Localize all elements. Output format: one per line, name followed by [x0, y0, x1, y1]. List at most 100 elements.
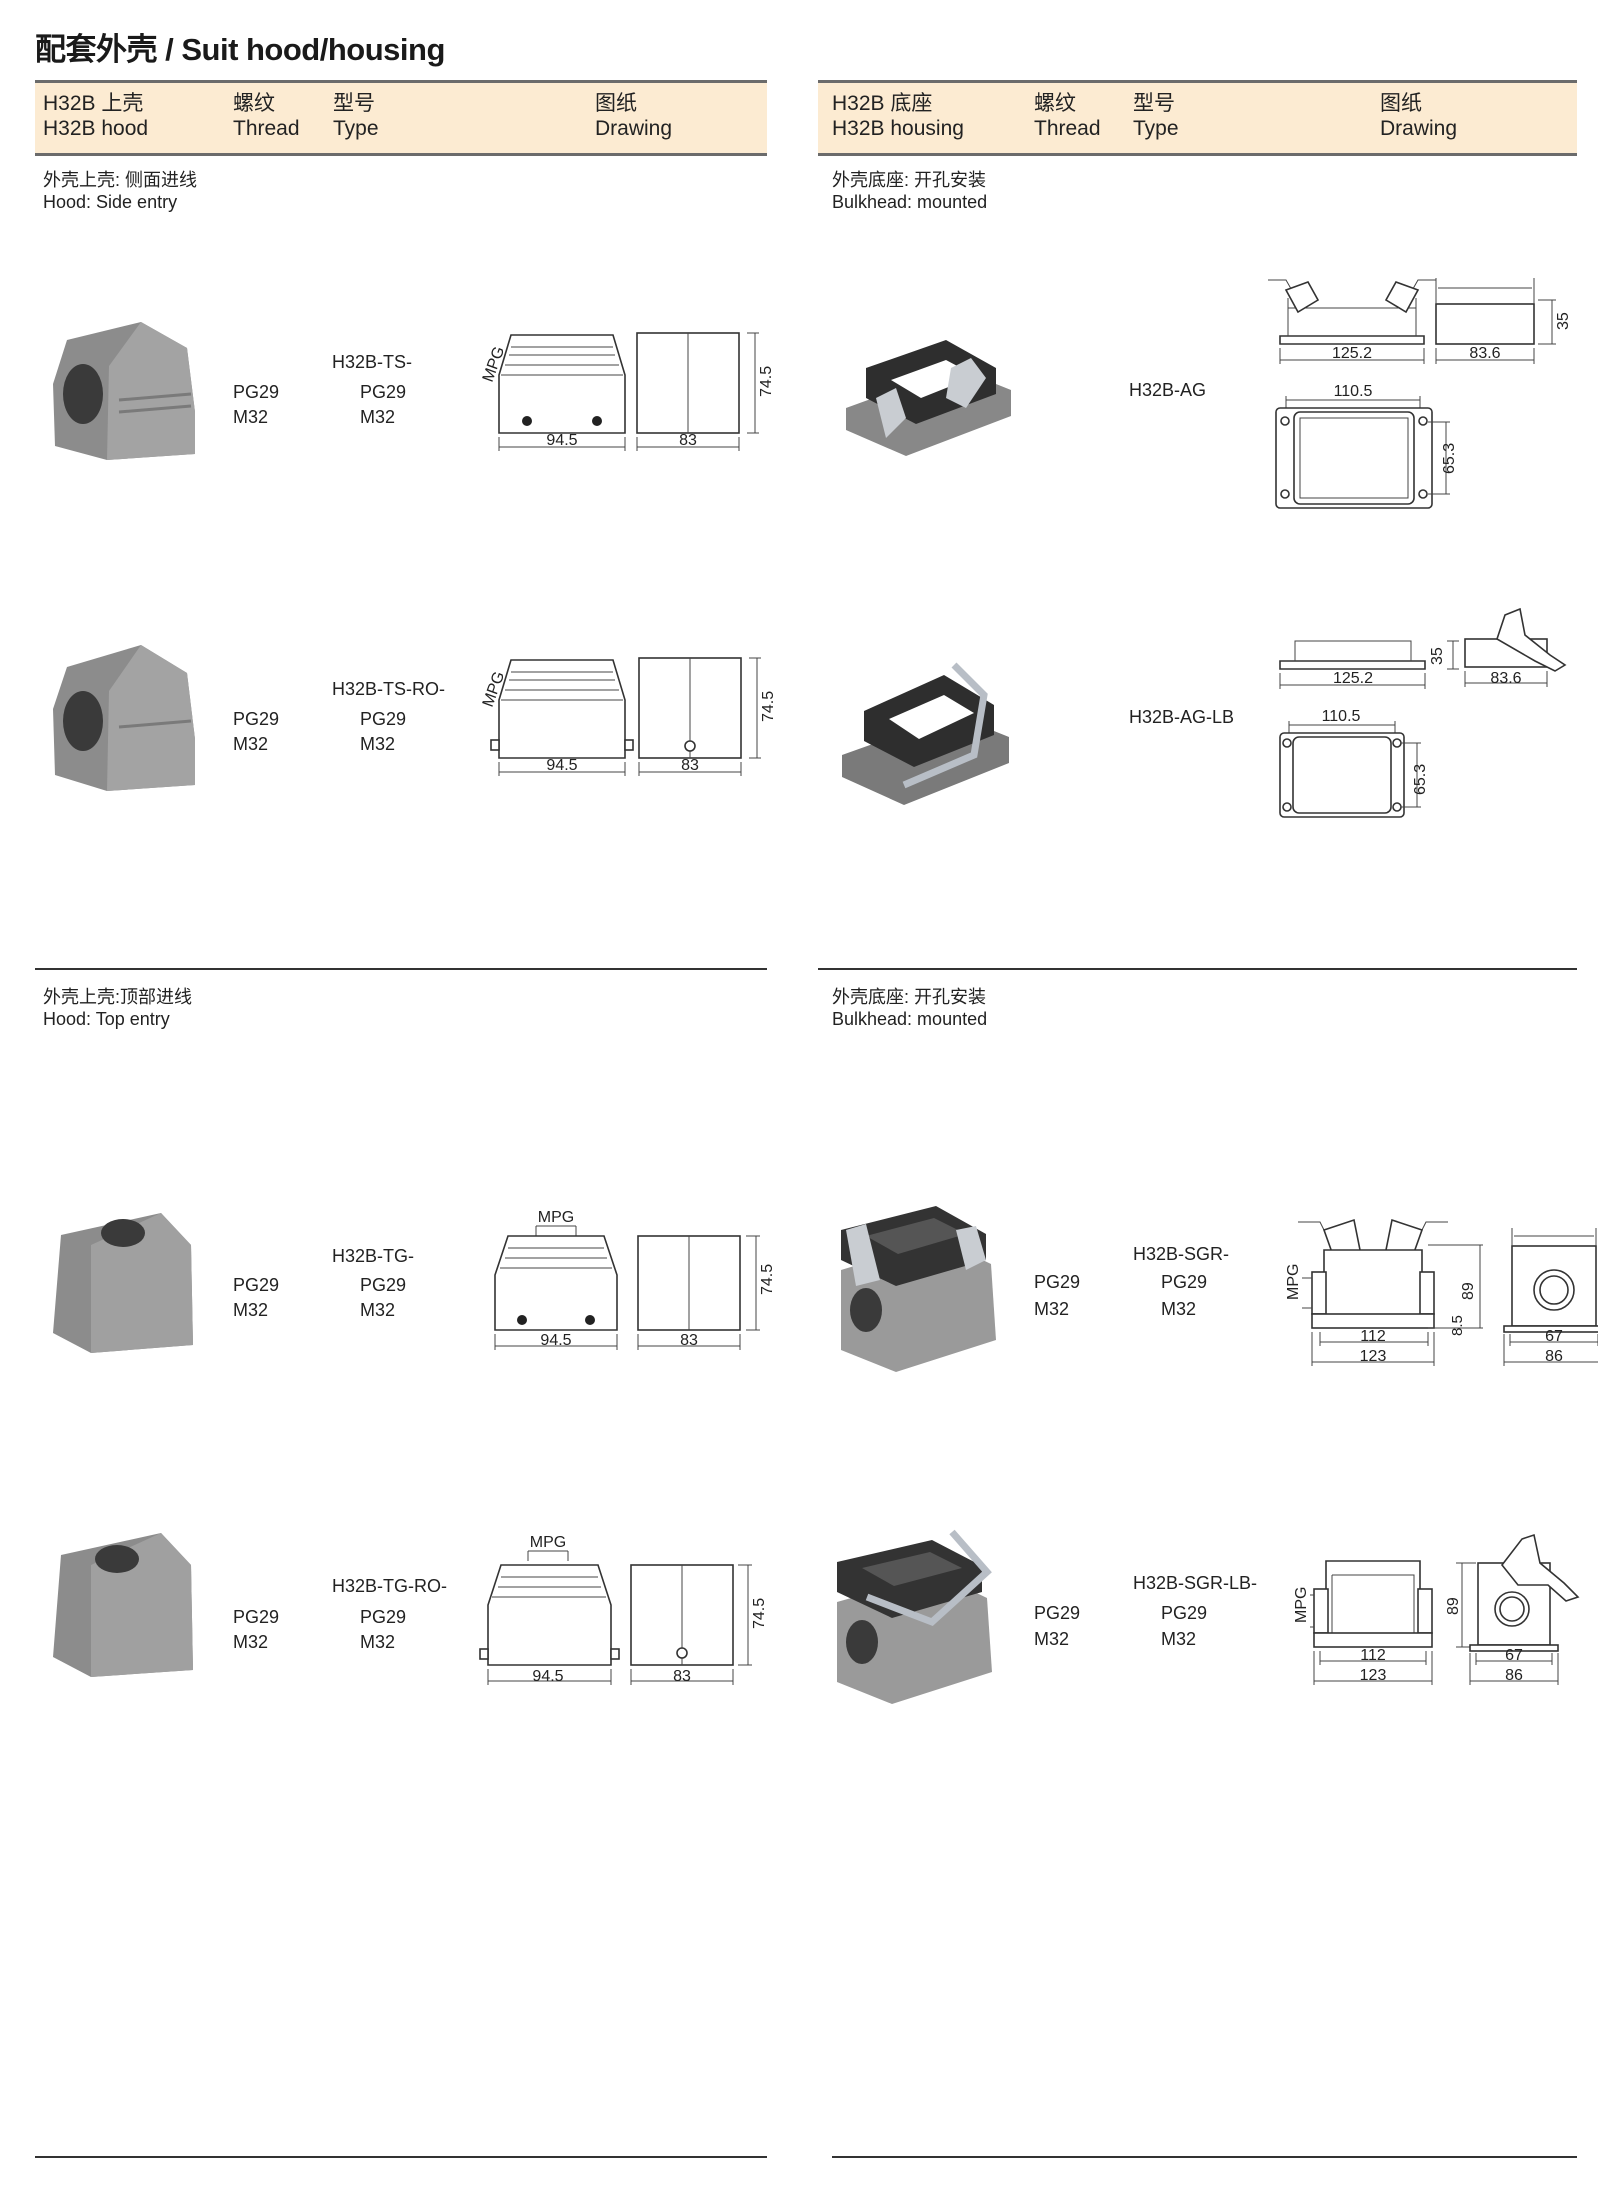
drawing-tg: MPG 94.5 83 74.5 [494, 1209, 776, 1350]
page-title: 配套外壳 / Suit hood/housing [35, 32, 445, 67]
type-code: H32B-SGR-LB- [1133, 1573, 1258, 1593]
header-type-en: Type [1133, 117, 1179, 140]
type-thread: M32 [360, 1300, 396, 1320]
header-hood-cn: H32B 上壳 [43, 92, 144, 115]
dim-height: 35 [1429, 647, 1446, 665]
dim-height: 74.5 [760, 691, 777, 722]
housing-sgr-photo [841, 1206, 996, 1372]
dim-depth: 83.6 [1490, 670, 1521, 687]
dim-height: 74.5 [759, 1264, 776, 1295]
header-housing-en: H32B housing [832, 117, 964, 140]
header-thread-en: Thread [233, 117, 300, 140]
drawing-ag-lb: 125.2 35 83.6 110.5 65.3 [1279, 607, 1567, 818]
type-code: H32B-TG- [332, 1246, 415, 1266]
type-thread: M32 [360, 734, 396, 754]
thread-value: M32 [233, 1632, 269, 1652]
header-type-cn: 型号 [333, 92, 375, 115]
divider [35, 2156, 767, 2158]
hood-side-entry-photo [53, 322, 195, 460]
dim-depth-outer: 86 [1505, 1667, 1523, 1684]
drawing-sgr: MPG 89 8.5 112 123 67 86 [1285, 1218, 1598, 1366]
type-thread: PG29 [360, 709, 407, 729]
dim-mpg: MPG [530, 1534, 566, 1551]
thread-value: PG29 [233, 1275, 280, 1295]
thread-value: M32 [233, 1300, 269, 1320]
dim-height: 35 [1555, 312, 1572, 330]
dim-height: 89 [1445, 1597, 1462, 1615]
dim-height: 74.5 [758, 366, 775, 397]
thread-value: M32 [233, 407, 269, 427]
thread-value: PG29 [233, 382, 280, 402]
divider [832, 2156, 1577, 2158]
type-thread: PG29 [360, 1275, 407, 1295]
header-drawing-cn: 图纸 [595, 92, 637, 115]
dim-cutout-width: 110.5 [1334, 383, 1373, 400]
header-thread-cn: 螺纹 [1034, 92, 1076, 115]
type-thread: PG29 [1161, 1603, 1208, 1623]
header-type-en: Type [333, 117, 379, 140]
hood-top-entry-photo [53, 1213, 193, 1353]
type-code: H32B-SGR- [1133, 1244, 1230, 1264]
drawing-ag: 125.2 83.6 35 110.5 65.3 [1268, 278, 1572, 509]
type-thread: PG29 [360, 382, 407, 402]
dim-mpg: MPG [1285, 1264, 1302, 1300]
housing-sgr-lb-photo [837, 1529, 992, 1704]
dim-height: 89 [1460, 1282, 1477, 1300]
header-hood-en: H32B hood [43, 117, 149, 140]
thread-value: M32 [233, 734, 269, 754]
header-thread-cn: 螺纹 [233, 92, 275, 115]
header-drawing-cn: 图纸 [1380, 92, 1422, 115]
type-code: H32B-TS-RO- [332, 679, 446, 699]
dim-depth-outer: 86 [1545, 1348, 1563, 1365]
type-thread: M32 [1161, 1629, 1197, 1649]
divider [818, 968, 1577, 970]
dim-width: 94.5 [532, 1668, 563, 1685]
dim-width-outer: 123 [1360, 1348, 1387, 1365]
drawing-ts-ro: MPG 94.5 83 74.5 [480, 657, 777, 776]
thread-value: PG29 [233, 709, 280, 729]
type-code: H32B-TS- [332, 352, 413, 372]
dim-mpg: MPG [538, 1209, 574, 1226]
header-drawing-en: Drawing [595, 117, 673, 140]
divider [35, 968, 767, 970]
thread-value: PG29 [233, 1607, 280, 1627]
dim-mpg: MPG [1293, 1587, 1310, 1623]
drawing-tg-ro: MPG 94.5 83 74.5 [479, 1534, 768, 1685]
type-thread: PG29 [360, 1607, 407, 1627]
dim-depth: 83 [673, 1668, 691, 1685]
dim-cutout-height: 65.3 [1441, 443, 1458, 474]
header-drawing-en: Drawing [1380, 117, 1458, 140]
thread-value: PG29 [1034, 1272, 1081, 1292]
thread-value: PG29 [1034, 1603, 1081, 1623]
thread-value: M32 [1034, 1299, 1070, 1319]
hood-side-entry-ro-photo [53, 645, 195, 791]
dim-width: 94.5 [546, 432, 577, 449]
dim-width: 125.2 [1333, 670, 1373, 687]
hood-top-entry-ro-photo [53, 1533, 193, 1677]
dim-width-inner: 112 [1360, 1328, 1386, 1345]
dim-width: 94.5 [540, 1332, 571, 1349]
dim-cutout-width: 110.5 [1322, 708, 1361, 725]
housing-ag-lb-photo [842, 662, 1009, 805]
dim-width: 94.5 [546, 757, 577, 774]
header-type-cn: 型号 [1133, 92, 1175, 115]
dim-cutout-height: 65.3 [1412, 764, 1429, 795]
dim-width-inner: 112 [1360, 1647, 1386, 1664]
dim-width-outer: 123 [1360, 1667, 1387, 1684]
dim-base: 8.5 [1449, 1315, 1466, 1336]
drawing-ts: MPG 94.5 83 74.5 [480, 332, 775, 451]
type-code: H32B-AG-LB [1129, 707, 1235, 727]
header-housing-cn: H32B 底座 [832, 92, 933, 115]
type-thread: M32 [360, 1632, 396, 1652]
thread-value: M32 [1034, 1629, 1070, 1649]
type-code: H32B-TG-RO- [332, 1576, 448, 1596]
type-code: H32B-AG [1129, 380, 1207, 400]
dim-depth: 83.6 [1469, 345, 1500, 362]
type-thread: M32 [1161, 1299, 1197, 1319]
housing-ag-photo [846, 340, 1011, 456]
drawing-sgr-lb: MPG 112 123 89 67 86 [1293, 1533, 1580, 1685]
type-thread: M32 [360, 407, 396, 427]
